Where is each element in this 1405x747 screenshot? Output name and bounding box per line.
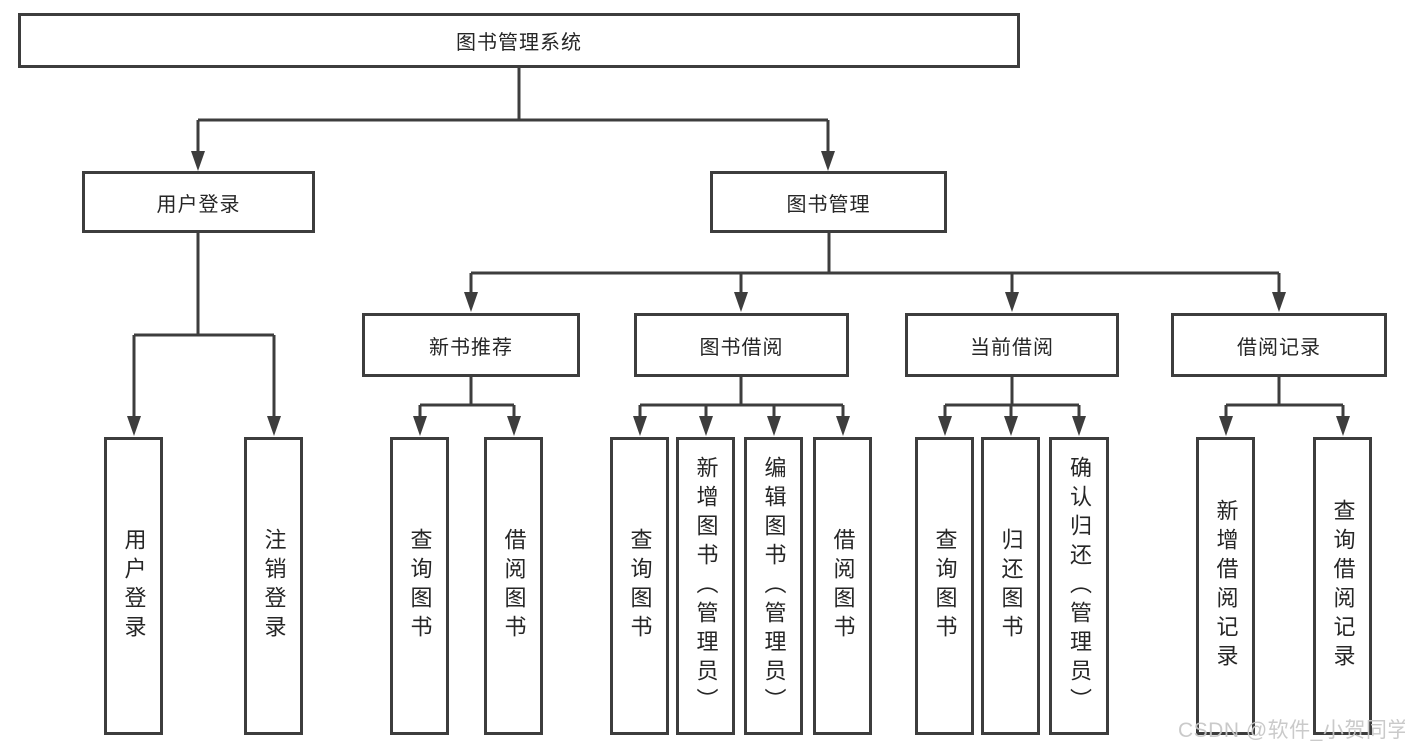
leaf-logout: 注销登录 <box>244 437 303 735</box>
leaf-query-books-borrowing: 查询图书 <box>610 437 669 735</box>
arrow-icon <box>836 416 850 436</box>
arrow-icon <box>507 416 521 436</box>
leaf-query-books-current: 查询图书 <box>915 437 974 735</box>
arrow-icon <box>1272 292 1286 312</box>
node-library-system: 图书管理系统 <box>18 13 1020 68</box>
arrow-icon <box>1005 292 1019 312</box>
arrow-icon <box>821 151 835 171</box>
arrow-icon <box>938 416 952 436</box>
arrow-icon <box>464 292 478 312</box>
arrow-icon <box>734 292 748 312</box>
node-borrowing-records: 借阅记录 <box>1171 313 1387 377</box>
leaf-add-book-admin: 新增图书（管理员） <box>676 437 735 735</box>
arrow-icon <box>1336 416 1350 436</box>
node-book-management: 图书管理 <box>710 171 947 233</box>
leaf-user-login: 用户登录 <box>104 437 163 735</box>
arrow-icon <box>1004 416 1018 436</box>
leaf-return-book: 归还图书 <box>981 437 1040 735</box>
leaf-query-borrow-record: 查询借阅记录 <box>1313 437 1372 735</box>
arrow-icon <box>767 416 781 436</box>
csdn-watermark: CSDN @软件_小贺同学 <box>1178 719 1405 742</box>
arrow-icon <box>127 416 141 436</box>
leaf-confirm-return-admin: 确认归还（管理员） <box>1049 437 1109 735</box>
node-user-login: 用户登录 <box>82 171 315 233</box>
arrow-icon <box>699 416 713 436</box>
leaf-borrow-books-recommend: 借阅图书 <box>484 437 543 735</box>
node-new-book-recommendation: 新书推荐 <box>362 313 580 377</box>
arrow-icon <box>191 151 205 171</box>
leaf-edit-book-admin: 编辑图书（管理员） <box>744 437 803 735</box>
arrow-icon <box>633 416 647 436</box>
leaf-add-borrow-record: 新增借阅记录 <box>1196 437 1255 735</box>
node-book-borrowing: 图书借阅 <box>634 313 849 377</box>
arrow-icon <box>267 416 281 436</box>
arrow-icon <box>413 416 427 436</box>
arrow-icon <box>1219 416 1233 436</box>
node-current-borrowing: 当前借阅 <box>905 313 1119 377</box>
arrow-icon <box>1072 416 1086 436</box>
leaf-borrow-books-borrowing: 借阅图书 <box>813 437 872 735</box>
leaf-query-books-recommend: 查询图书 <box>390 437 449 735</box>
